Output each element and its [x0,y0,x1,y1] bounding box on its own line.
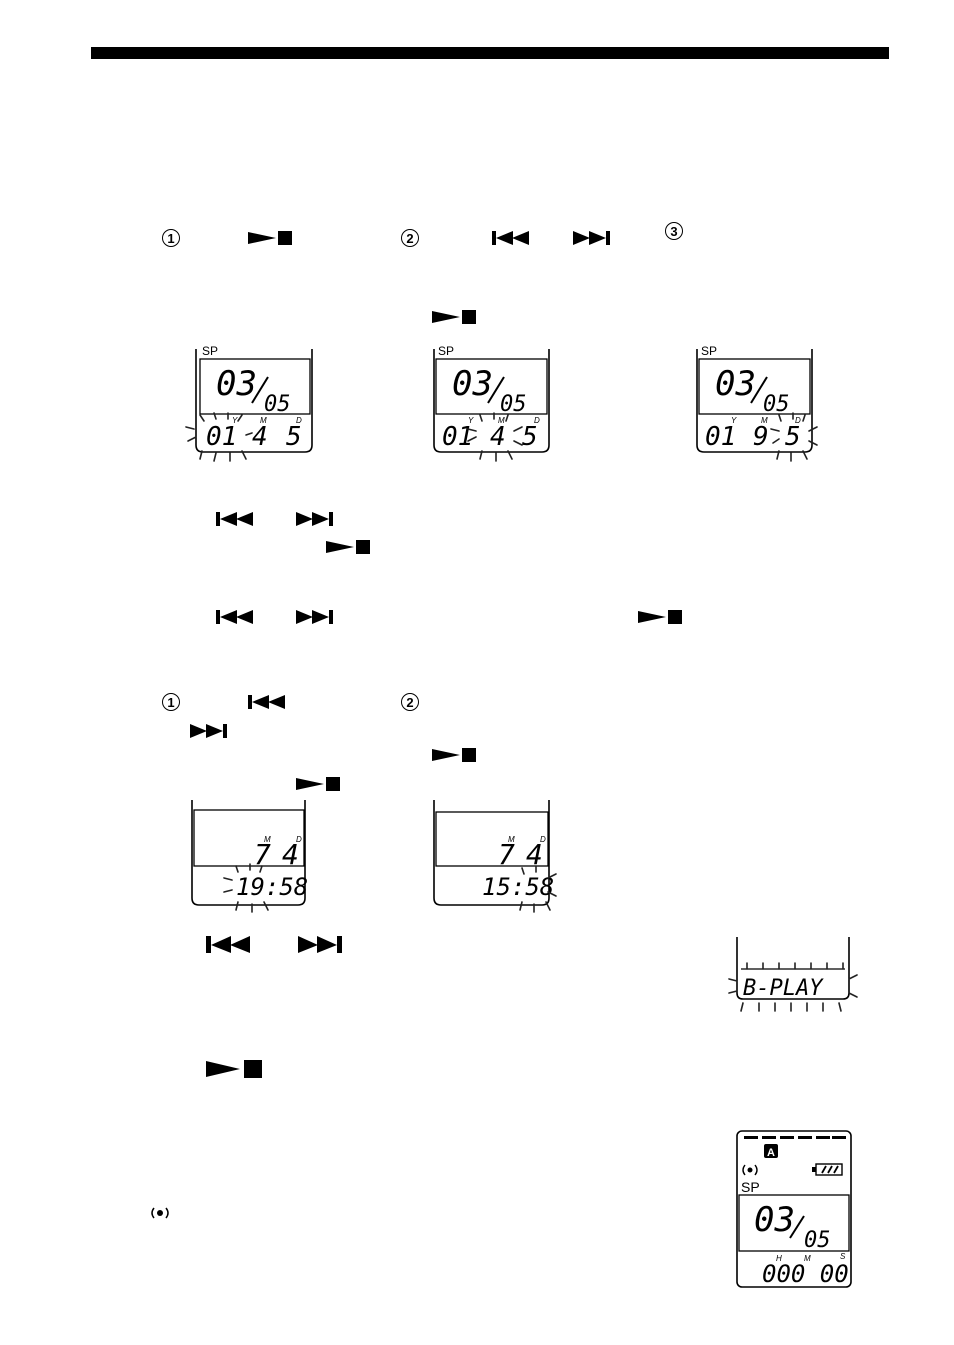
svg-text:01: 01 [705,422,736,452]
svg-text:03: 03 [754,1200,795,1240]
svg-text:D: D [540,835,546,844]
svg-text:M: M [804,1254,811,1263]
svg-text:05: 05 [804,1228,831,1253]
day-digit: 5 [785,422,801,452]
signal-icon [742,1164,758,1176]
b-play-text: B-PLAY [743,976,824,1001]
time-digits: 15:58 [482,873,554,901]
time-display-minute: M D 7 4 15:58 [424,798,574,913]
svg-text:D: D [296,416,302,425]
rewind-icon [248,694,288,710]
header-rule [91,47,889,59]
svg-text:9: 9 [753,422,769,452]
step-number-1: 1 [162,229,180,247]
full-display: A SP 03 05 H M S 000 00 [736,1130,854,1290]
year-digits: 01 [206,422,237,452]
blink-rays [223,863,269,913]
play-stop-icon [326,539,376,555]
date-display-year: SP 03 05 Y M D 01 4 5 [180,344,330,470]
battery-icon [812,1163,843,1176]
blink-rays [519,865,557,913]
svg-text:05: 05 [500,392,527,417]
sp-indicator: SP [202,344,218,358]
fast-forward-icon [190,723,230,739]
counter-digits: 000 00 [762,1260,849,1288]
blink-rays [185,412,253,462]
date-display-month: SP 03 05 Y M D 01 4 5 [422,344,572,470]
time-digits: 19:58 [236,873,308,901]
svg-text:M: M [264,835,271,844]
svg-text:H: H [776,1254,782,1263]
svg-text:4: 4 [282,838,299,871]
rewind-icon [206,935,254,955]
svg-text:03: 03 [715,364,756,404]
svg-text:05: 05 [763,392,790,417]
svg-text:4: 4 [252,422,268,452]
fast-forward-icon [298,935,346,955]
blink-rays [467,412,523,462]
rewind-icon [492,230,532,246]
date-display-day: SP 03 05 Y M D 01 9 5 [685,344,835,470]
play-stop-icon [638,609,688,625]
svg-text:5: 5 [522,422,538,452]
step-number-3: 3 [665,222,683,240]
svg-text:M: M [498,416,505,425]
svg-text:03: 03 [452,364,493,404]
svg-text:SP: SP [701,344,717,358]
svg-text:Y: Y [468,416,474,425]
svg-text:D: D [534,416,540,425]
fast-forward-icon [573,230,613,246]
svg-text:4: 4 [526,838,543,871]
step-number-2: 2 [401,693,419,711]
date-small-digits: 05 [264,392,291,417]
svg-text:M: M [508,835,515,844]
play-stop-icon [248,230,298,246]
time-display-hour: M D 7 4 19:58 [180,798,330,913]
svg-text:01: 01 [442,422,473,452]
svg-text:7: 7 [498,838,515,871]
svg-text:SP: SP [741,1179,760,1195]
svg-text:SP: SP [438,344,454,358]
date-big-digits: 03 [216,364,257,404]
svg-text:M: M [260,416,267,425]
folder-a-icon [764,1144,778,1158]
svg-text:7: 7 [254,838,271,871]
play-stop-icon [296,776,346,792]
svg-text:5: 5 [286,422,302,452]
blink-rays [728,962,858,1012]
svg-text:M: M [761,416,768,425]
signal-icon [148,1206,174,1220]
svg-text:Y: Y [731,416,737,425]
rewind-icon [216,609,256,625]
svg-text:D: D [296,835,302,844]
b-play-display: B-PLAY [725,935,865,1020]
svg-text:S: S [840,1252,846,1261]
fast-forward-icon [296,609,336,625]
blink-rays [770,412,818,462]
step-number-1: 1 [162,693,180,711]
svg-text:D: D [795,416,801,425]
month-digit: 4 [490,422,506,452]
step-number-2: 2 [401,229,419,247]
svg-text:A: A [767,1147,775,1159]
rewind-icon [216,511,256,527]
play-stop-icon [206,1059,266,1079]
fast-forward-icon [296,511,336,527]
svg-text:Y: Y [232,416,238,425]
play-stop-icon [432,747,482,763]
play-stop-icon [432,309,482,325]
